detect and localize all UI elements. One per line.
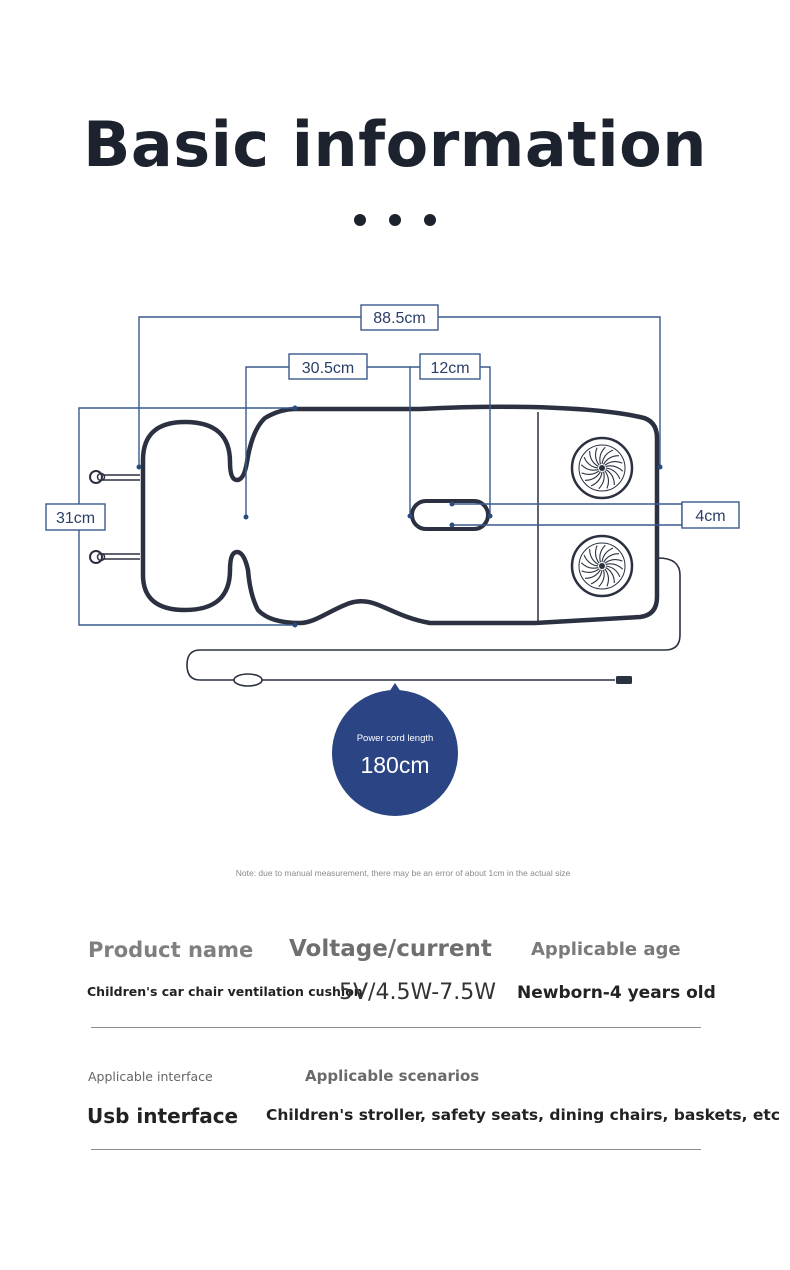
fan-blade — [581, 568, 600, 574]
dim-text-slot-height: 4cm — [695, 508, 725, 525]
fan-blade — [584, 569, 601, 579]
fan-blade — [581, 470, 600, 476]
fan-blade — [603, 455, 620, 465]
power-cord-value: 180cm — [360, 752, 430, 778]
product-name-label: Product name — [88, 938, 254, 962]
fan-blade — [594, 545, 600, 564]
fan-blade — [589, 548, 599, 565]
fan-blade — [583, 456, 599, 469]
fan-blade — [580, 562, 599, 569]
power-cord-label: Power cord length — [356, 733, 434, 744]
interface-value: Usb interface — [87, 1104, 239, 1128]
fan-blade — [604, 460, 623, 466]
voltage-label: Voltage/current — [289, 936, 492, 962]
fan-blade — [604, 568, 610, 587]
dimension-endpoints — [136, 405, 663, 628]
fan-blade — [603, 553, 620, 563]
age-value: Newborn-4 years old — [517, 983, 716, 1003]
age-label: Applicable age — [531, 939, 681, 960]
dim-label-slot-height: 4cm — [681, 501, 740, 529]
fan-blade — [604, 470, 610, 489]
fan-blade — [605, 467, 621, 480]
fan-blade — [599, 446, 606, 465]
fan-blade — [601, 547, 614, 563]
usb-plug-icon — [616, 676, 632, 684]
fan-blade — [589, 450, 599, 467]
power-cord — [186, 557, 681, 687]
fan-blade — [594, 447, 600, 466]
dim-text-slot-length: 12cm — [430, 360, 469, 377]
divider — [91, 1149, 701, 1150]
strap-hook-top-icon — [89, 470, 140, 484]
fan-blade — [598, 569, 605, 588]
power-cord-badge: Power cord length 180cm — [332, 690, 458, 816]
fan-blade — [605, 563, 624, 570]
dim-label-total-length: 88.5cm — [360, 304, 439, 331]
dim-label-width: 31cm — [45, 503, 106, 531]
cushion-outline — [140, 404, 660, 626]
fan-blade — [604, 558, 623, 564]
measurement-note: Note: due to manual measurement, there m… — [235, 868, 571, 878]
decorative-dots — [350, 214, 440, 230]
dot — [354, 214, 366, 226]
strap-hook-bottom-icon — [89, 550, 140, 564]
fan-blade — [605, 567, 615, 584]
fan-blade — [590, 471, 603, 487]
fan-blade — [584, 471, 601, 481]
interface-label: Applicable interface — [88, 1069, 213, 1084]
fan-blade — [598, 471, 605, 490]
page-title: Basic information — [83, 108, 707, 181]
dot — [389, 214, 401, 226]
fan-blade — [599, 544, 606, 563]
fan-blade — [605, 469, 615, 486]
fan-blade — [583, 554, 599, 567]
fan-bottom-icon — [570, 534, 634, 598]
badge-pointer — [389, 683, 401, 692]
product-name-value: Children's car chair ventilation cushion — [87, 984, 363, 999]
divider — [91, 1027, 701, 1028]
dim-label-head-width: 30.5cm — [288, 353, 368, 380]
fan-blade — [605, 465, 624, 472]
dim-label-slot-length: 12cm — [419, 353, 481, 380]
fan-blade — [605, 565, 621, 578]
dot — [424, 214, 436, 226]
fan-blade — [590, 569, 603, 585]
fan-top-icon — [570, 436, 634, 500]
voltage-value: 5V/4.5W-7.5W — [339, 980, 496, 1005]
scenarios-label: Applicable scenarios — [305, 1067, 480, 1085]
cushion-dimension-diagram: 88.5cm 30.5cm 12cm 31cm 4cm — [45, 304, 740, 687]
fan-blade — [601, 449, 614, 465]
fan-blade — [580, 464, 599, 471]
dim-text-width: 31cm — [56, 510, 95, 527]
scenarios-value: Children's stroller, safety seats, dinin… — [266, 1106, 781, 1124]
dim-text-total-length: 88.5cm — [373, 310, 425, 327]
dim-text-head-width: 30.5cm — [302, 360, 354, 377]
